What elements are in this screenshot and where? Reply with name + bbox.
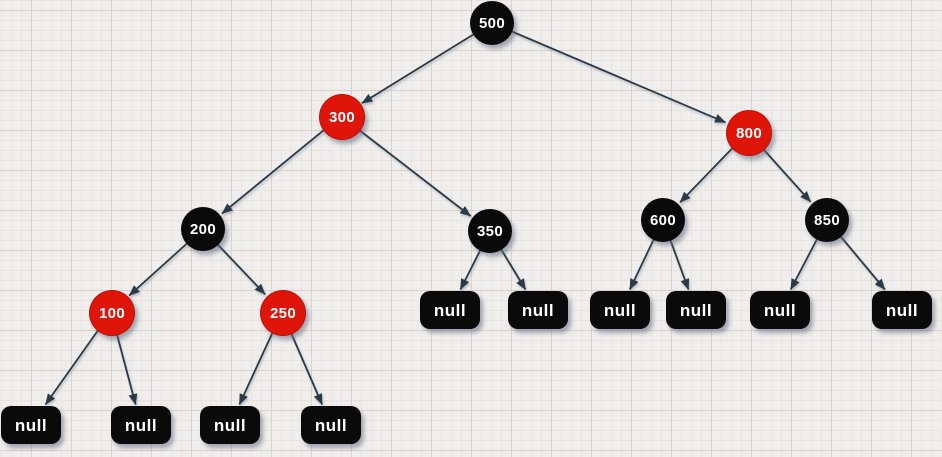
null-leaf: null	[666, 291, 726, 329]
node-label: 800	[736, 124, 762, 142]
tree-node-100: 100	[89, 290, 135, 336]
node-label: 850	[814, 211, 840, 229]
node-label: null	[314, 415, 348, 435]
tree-node-200: 200	[181, 207, 225, 251]
null-leaf: null	[200, 406, 260, 444]
node-label: 600	[650, 211, 676, 229]
null-leaf: null	[301, 406, 361, 444]
null-leaf: null	[420, 291, 480, 329]
node-label: null	[14, 415, 48, 435]
null-leaf: null	[590, 291, 650, 329]
tree-node-250: 250	[260, 290, 306, 336]
node-label: null	[433, 300, 467, 320]
edge-500-800	[491, 22, 726, 124]
tree-node-500: 500	[470, 1, 514, 45]
tree-node-300: 300	[319, 94, 365, 140]
node-label: 200	[190, 220, 216, 238]
node-label: 250	[270, 304, 296, 322]
node-label: null	[763, 300, 797, 320]
null-leaf: null	[1, 406, 61, 444]
node-label: null	[603, 300, 637, 320]
node-label: null	[885, 300, 919, 320]
edge-500-300	[361, 22, 493, 104]
tree-node-600: 600	[641, 198, 685, 242]
tree-node-350: 350	[468, 209, 512, 253]
node-label: 100	[99, 304, 125, 322]
null-leaf: null	[750, 291, 810, 329]
null-leaf: null	[872, 291, 932, 329]
null-leaf: null	[111, 406, 171, 444]
tree-node-850: 850	[805, 198, 849, 242]
node-label: 300	[329, 108, 355, 126]
edge-300-350	[340, 115, 472, 217]
node-label: null	[213, 415, 247, 435]
node-label: null	[124, 415, 158, 435]
node-label: null	[521, 300, 555, 320]
tree-node-800: 800	[726, 110, 772, 156]
node-label: null	[679, 300, 713, 320]
node-label: 350	[477, 222, 503, 240]
node-label: 500	[479, 14, 505, 32]
edge-300-200	[221, 115, 342, 215]
null-leaf: null	[508, 291, 568, 329]
